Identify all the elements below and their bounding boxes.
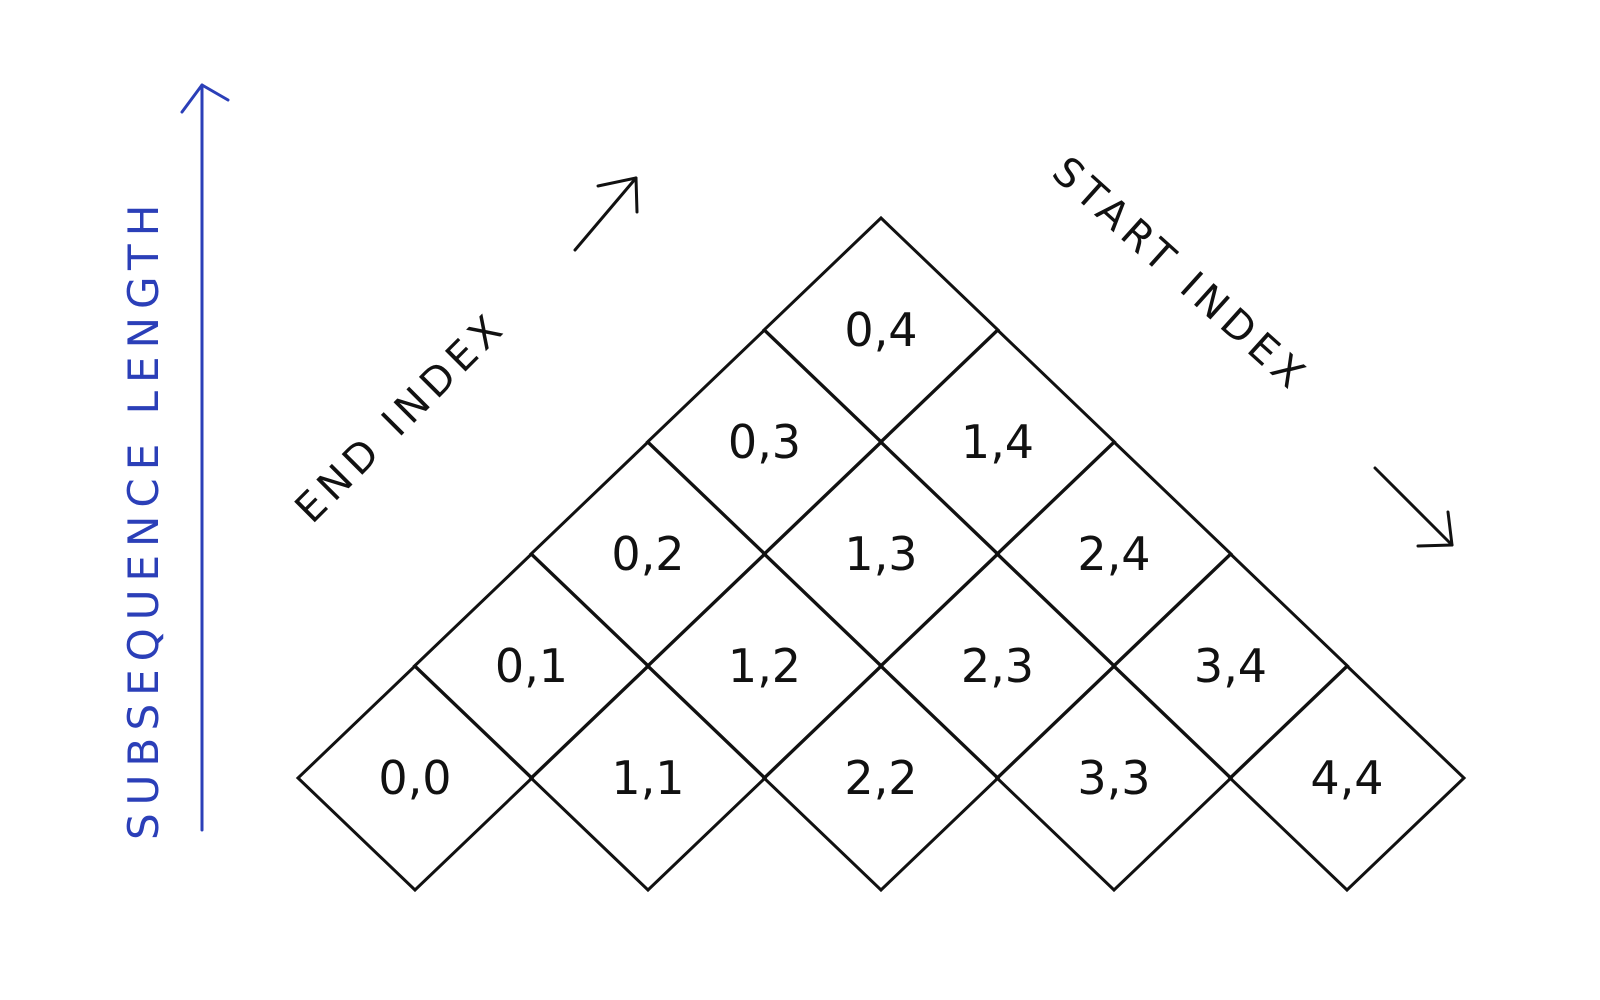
- cell-label: 0,0: [378, 751, 451, 805]
- start-index-arrow: [1373, 466, 1454, 547]
- cell-label: 1,2: [728, 639, 801, 693]
- start-index-label: START INDEX: [1043, 148, 1317, 401]
- cell-grid: [295, 215, 1467, 893]
- cell-label: 0,4: [844, 303, 917, 357]
- cell-label: 2,2: [844, 751, 917, 805]
- cell-label: 3,4: [1194, 639, 1267, 693]
- cell-label: 2,4: [1077, 527, 1150, 581]
- cell-label: 1,4: [961, 415, 1034, 469]
- cell-label: 1,3: [844, 527, 917, 581]
- cell-outline: [761, 215, 1001, 445]
- cell-label: 0,3: [728, 415, 801, 469]
- end-index-arrow: [573, 176, 638, 252]
- length-axis-arrowhead: [180, 83, 230, 114]
- length-axis-label: SUBSEQUENCE LENGTH: [119, 197, 168, 840]
- cell-label: 0,2: [611, 527, 684, 581]
- start-index-axis: START INDEX: [1043, 148, 1454, 548]
- cell-label: 4,4: [1310, 751, 1383, 805]
- end-index-arrowhead: [596, 176, 639, 214]
- end-index-label: END INDEX: [287, 303, 516, 532]
- cell-label: 2,3: [961, 639, 1034, 693]
- cell-labels: 0,0 1,1 2,2 3,3 4,4 0,1 1,2 2,3 3,4 0,2 1,3 2,4 0,3 1…: [378, 303, 1383, 805]
- length-axis: SUBSEQUENCE LENGTH: [119, 83, 230, 840]
- start-index-arrowhead: [1416, 510, 1454, 548]
- cell-label: 0,1: [495, 639, 568, 693]
- cell-label: 1,1: [611, 751, 684, 805]
- cell-label: 3,3: [1077, 751, 1150, 805]
- end-index-axis: END INDEX: [287, 176, 639, 532]
